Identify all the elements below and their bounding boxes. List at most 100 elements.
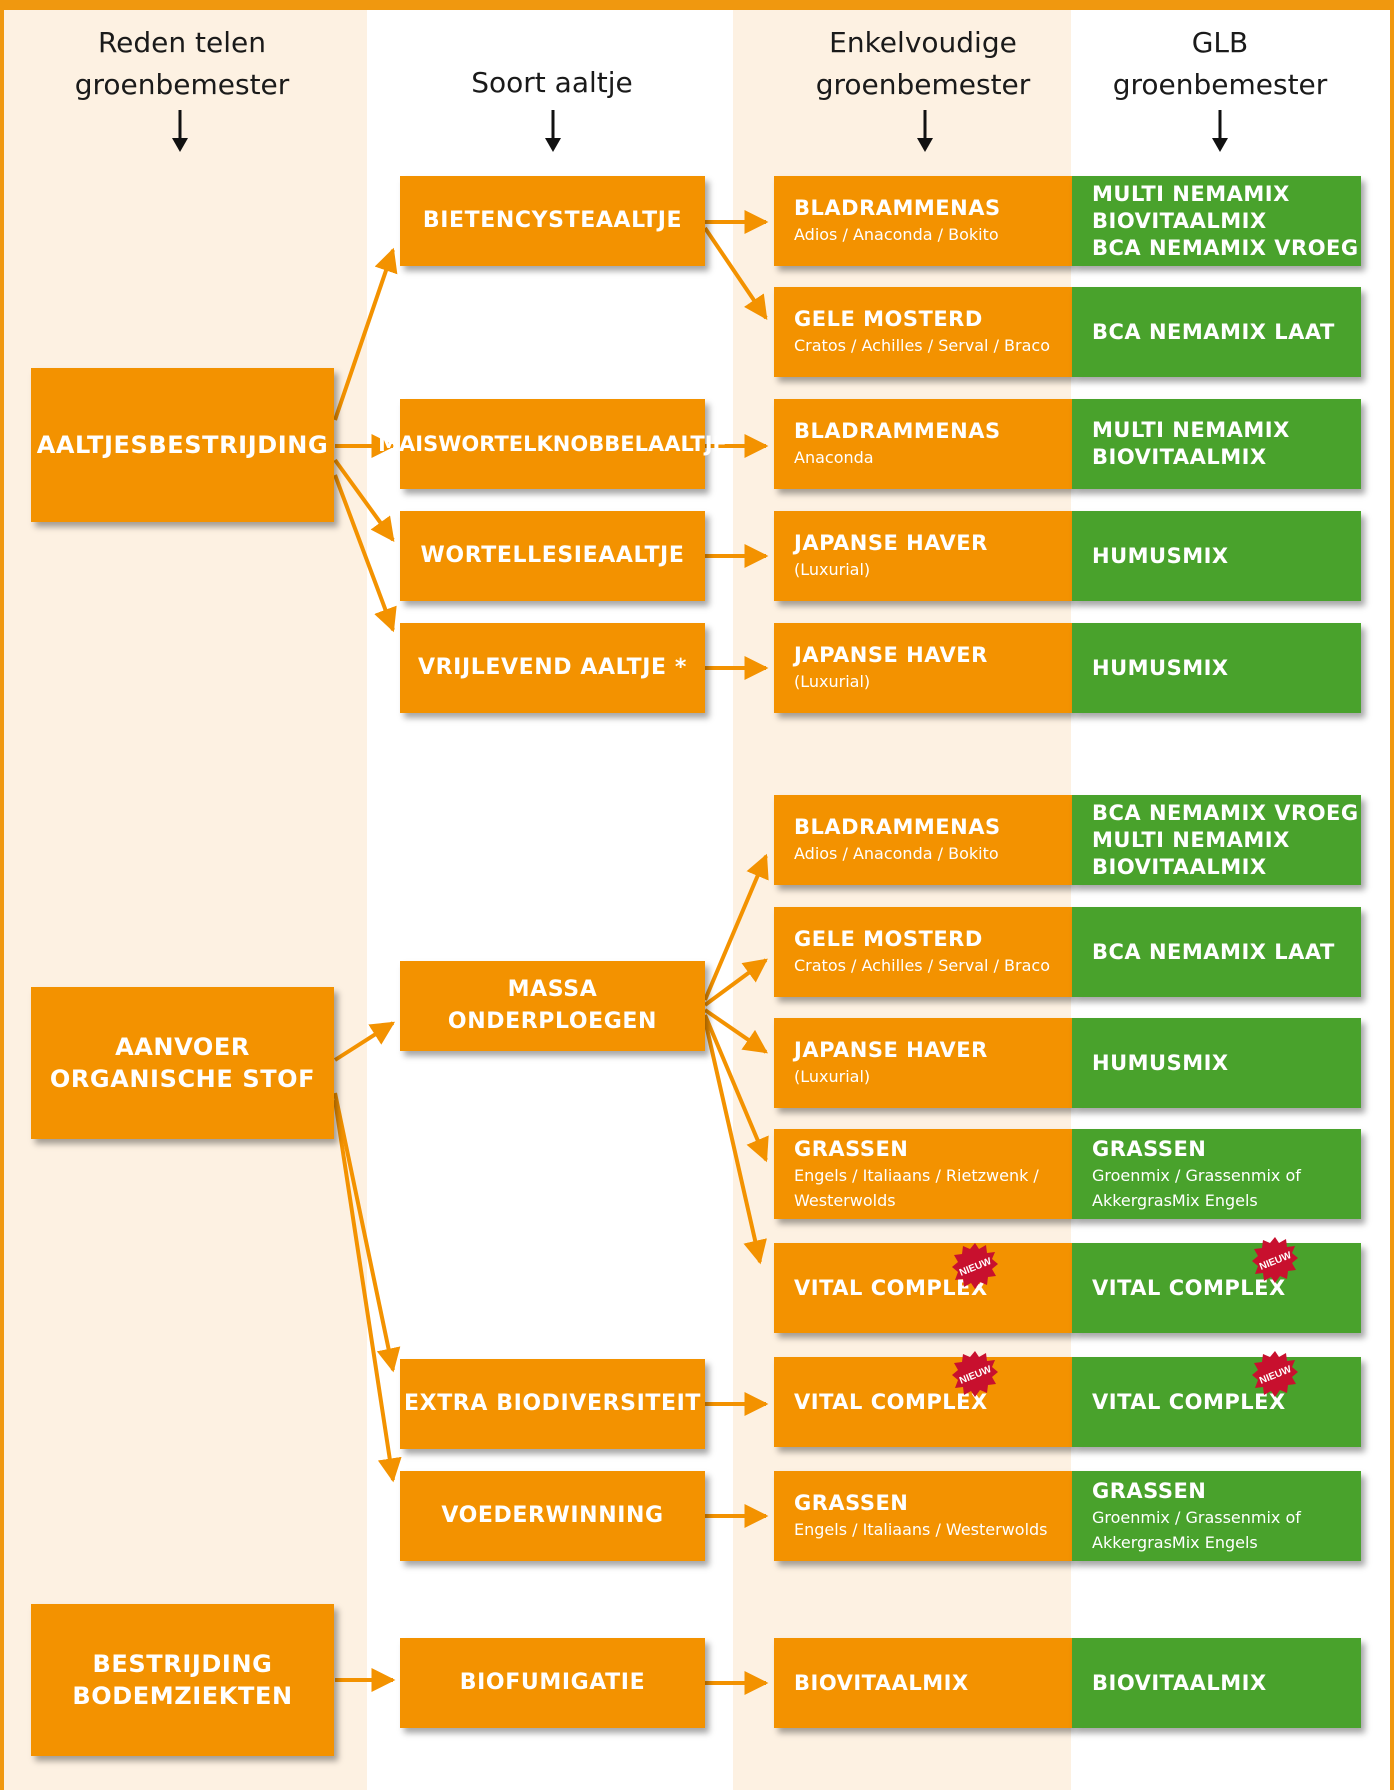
glb-box: BIOVITAALMIX: [1072, 1638, 1361, 1728]
enkelvoudig-title: GRASSEN: [794, 1136, 909, 1161]
soort-label: WORTELLESIEAALTJE: [420, 543, 685, 568]
glb-title: BIOVITAALMIX: [1092, 854, 1267, 879]
header-enkelvoudig: Enkelvoudige groenbemester: [780, 22, 1066, 106]
glb-title: BCA NEMAMIX VROEG: [1092, 800, 1359, 825]
glb-title: BCA NEMAMIX LAAT: [1092, 319, 1335, 344]
soort-label: EXTRA BIODIVERSITEIT: [404, 1391, 701, 1416]
enkelvoudig-title: BLADRAMMENAS: [794, 196, 1001, 220]
glb-box: MULTI NEMAMIX BIOVITAALMIX: [1072, 399, 1361, 489]
glb-box: GRASSEN Groenmix / Grassenmix of Akkergr…: [1072, 1471, 1361, 1561]
glb-sub: Groenmix / Grassenmix of AkkergrasMix En…: [1092, 1507, 1301, 1552]
glb-box: HUMUSMIX: [1072, 511, 1361, 601]
glb-title: MULTI NEMAMIX: [1092, 418, 1290, 442]
enkelvoudig-box: JAPANSE HAVER (Luxurial): [774, 1018, 1072, 1108]
glb-box: BCA NEMAMIX VROEG MULTI NEMAMIX BIOVITAA…: [1072, 795, 1361, 885]
glb-box: BCA NEMAMIX LAAT: [1072, 287, 1361, 377]
enkelvoudig-title: GELE MOSTERD: [794, 927, 983, 951]
nieuw-badge-icon: NIEUW: [952, 1351, 998, 1397]
reason-label: AALTJESBESTRIJDING: [36, 431, 329, 459]
soort-label: BIETENCYSTEAALTJE: [422, 208, 683, 233]
glb-title: BCA NEMAMIX LAAT: [1092, 939, 1335, 964]
glb-title: BIOVITAALMIX: [1092, 445, 1267, 469]
arrow: [333, 1099, 402, 1483]
enkelvoudig-title: GELE MOSTERD: [794, 307, 983, 331]
enkelvoudig-title: BLADRAMMENAS: [794, 419, 1001, 443]
reason-label: BODEMZIEKTEN: [72, 1682, 293, 1710]
enkelvoudig-box: VITAL COMPLEX: [774, 1357, 1072, 1447]
nieuw-badge-icon: NIEUW: [952, 1243, 998, 1289]
header-line: Reden telen: [97, 26, 267, 59]
soort-wortellesieaaltje: WORTELLESIEAALTJE: [400, 511, 705, 601]
glb-box: BCA NEMAMIX LAAT: [1072, 907, 1361, 997]
soort-maiswortelknobbelaaltje: MAISWORTELKNOBBELAALTJE: [378, 399, 727, 489]
enkelvoudig-box: VITAL COMPLEX: [774, 1243, 1072, 1333]
soort-label: MAISWORTELKNOBBELAALTJE: [378, 432, 727, 456]
header-glb: GLB groenbemester: [1080, 22, 1360, 106]
soort-massa-onderploegen: MASSA ONDERPLOEGEN: [400, 961, 705, 1051]
enkelvoudig-sub: Engels / Italiaans / Westerwolds: [794, 1520, 1048, 1539]
arrow: [703, 853, 769, 1001]
reason-label: AANVOER: [115, 1033, 250, 1061]
reason-organische-stof: AANVOER ORGANISCHE STOF: [31, 987, 334, 1139]
enkelvoudig-sub: Cratos / Achilles / Serval / Braco: [794, 956, 1050, 975]
enkelvoudig-box: GRASSEN Engels / Italiaans / Rietzwenk /…: [774, 1129, 1072, 1219]
header-line: Enkelvoudige: [829, 26, 1017, 59]
enkelvoudig-title: JAPANSE HAVER: [794, 531, 988, 555]
header-line: Soort aaltje: [471, 66, 633, 99]
arrow: [703, 1008, 768, 1054]
nieuw-badge-icon: NIEUW: [1252, 1237, 1298, 1283]
enkelvoudig-sub: (Luxurial): [794, 672, 871, 691]
enkelvoudig-box: BLADRAMMENAS Adios / Anaconda / Bokito: [774, 176, 1072, 266]
soort-biofumigatie: BIOFUMIGATIE: [400, 1638, 705, 1728]
header-line: groenbemester: [74, 68, 290, 101]
glb-title: BIOVITAALMIX: [1092, 208, 1267, 233]
glb-title: BCA NEMAMIX VROEG: [1092, 235, 1359, 260]
soort-voederwinning: VOEDERWINNING: [400, 1471, 705, 1561]
enkelvoudig-box: GRASSEN Engels / Italiaans / Westerwolds: [774, 1471, 1072, 1561]
glb-title: VITAL COMPLEX: [1092, 1275, 1286, 1300]
reason-bodemziekten: BESTRIJDING BODEMZIEKTEN: [31, 1604, 334, 1756]
arrow: [333, 1021, 396, 1062]
arrow: [703, 1014, 769, 1163]
enkelvoudig-title: JAPANSE HAVER: [794, 1038, 988, 1062]
glb-title: HUMUSMIX: [1092, 655, 1229, 680]
reason-label: BESTRIJDING: [92, 1650, 273, 1678]
arrow: [333, 458, 395, 542]
enkelvoudig-sub: Engels / Italiaans / Rietzwenk / Westerw…: [794, 1165, 1039, 1210]
arrow: [333, 247, 398, 421]
enkelvoudig-title: JAPANSE HAVER: [794, 643, 988, 667]
header-line: groenbemester: [815, 68, 1031, 101]
enkelvoudig-sub: Anaconda: [794, 448, 874, 467]
enkelvoudig-sub: Adios / Anaconda / Bokito: [794, 225, 999, 244]
glb-box: HUMUSMIX: [1072, 1018, 1361, 1108]
soort-extra-biodiversiteit: EXTRA BIODIVERSITEIT: [400, 1359, 705, 1449]
glb-title: MULTI NEMAMIX: [1092, 181, 1290, 206]
glb-title: HUMUSMIX: [1092, 1050, 1229, 1075]
arrow: [703, 226, 768, 320]
enkelvoudig-box: BLADRAMMENAS Adios / Anaconda / Bokito: [774, 795, 1072, 885]
soort-vrijlevend-aaltje: VRIJLEVEND AALTJE *: [400, 623, 705, 713]
arrow: [703, 958, 768, 1007]
reason-label: ORGANISCHE STOF: [49, 1065, 316, 1093]
nieuw-badge-icon: NIEUW: [1252, 1351, 1298, 1397]
enkelvoudig-box: BIOVITAALMIX: [774, 1638, 1072, 1728]
glb-box: VITAL COMPLEX: [1072, 1357, 1361, 1447]
enkelvoudig-sub: Adios / Anaconda / Bokito: [794, 844, 999, 863]
enkelvoudig-sub: Cratos / Achilles / Serval / Braco: [794, 336, 1050, 355]
header-reden: Reden telen groenbemester: [40, 22, 324, 106]
glb-title: MULTI NEMAMIX: [1092, 827, 1290, 852]
soort-label: VRIJLEVEND AALTJE *: [418, 655, 687, 680]
arrow: [333, 1092, 401, 1373]
soort-bietencysteaaltje: BIETENCYSTEAALTJE: [400, 176, 705, 266]
glb-box: GRASSEN Groenmix / Grassenmix of Akkergr…: [1072, 1129, 1361, 1219]
enkelvoudig-box: JAPANSE HAVER (Luxurial): [774, 623, 1072, 713]
soort-label: BIOFUMIGATIE: [459, 1670, 646, 1695]
header-soort: Soort aaltje: [400, 62, 704, 104]
reason-aaltjesbestrijding: AALTJESBESTRIJDING: [31, 368, 334, 522]
enkelvoudig-sub: (Luxurial): [794, 560, 871, 579]
enkelvoudig-title: VITAL COMPLEX: [794, 1389, 988, 1414]
soort-label: MASSA ONDERPLOEGEN: [447, 977, 658, 1034]
enkelvoudig-sub: (Luxurial): [794, 1067, 871, 1086]
